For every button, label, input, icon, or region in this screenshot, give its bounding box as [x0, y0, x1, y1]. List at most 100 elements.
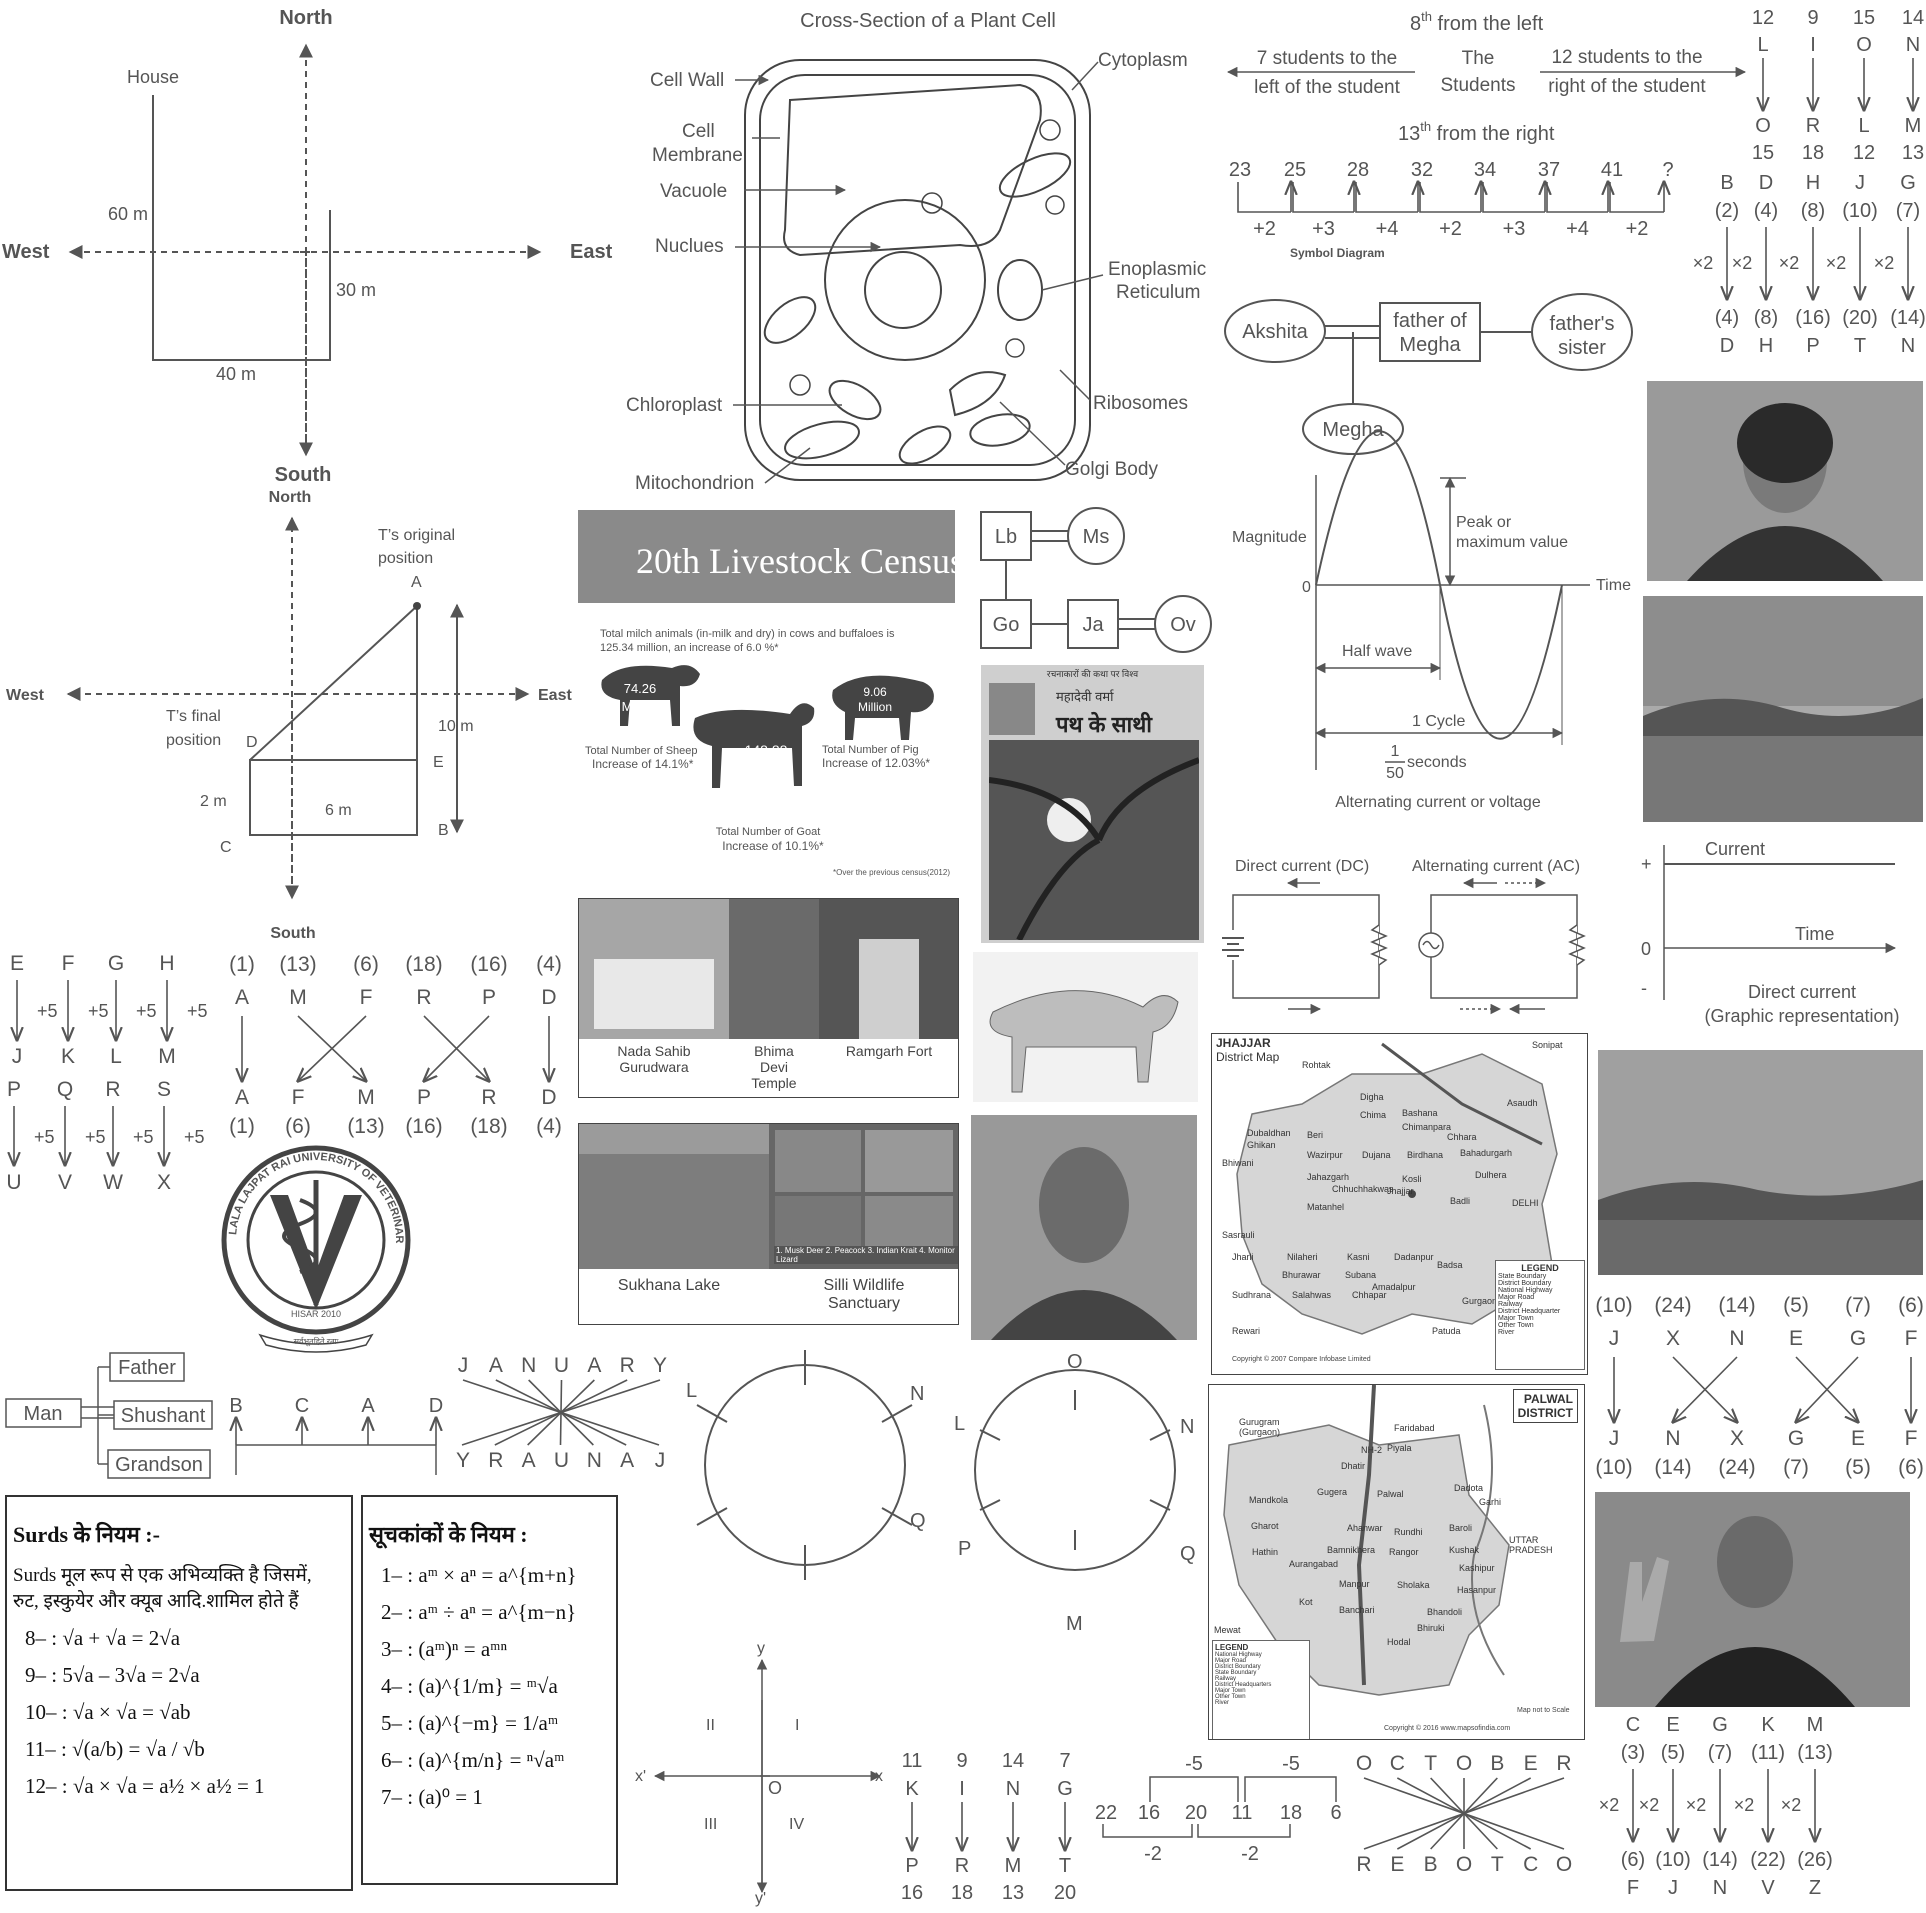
lion-bottom-letter: M — [1905, 115, 1922, 137]
multiply-operator: ×2 — [1874, 253, 1895, 273]
lion-top-letter: I — [1810, 34, 1816, 56]
source-letter: H — [1806, 172, 1820, 194]
map-place-label: Kot — [1299, 1597, 1313, 1607]
multiply-operator: ×2 — [1599, 1795, 1620, 1815]
formula-rule: 9– : 5√a – 3√a = 2√a — [25, 1663, 200, 1688]
series-number: 28 — [1347, 159, 1369, 181]
family-diagram-megha: Akshita father of Megha father's sister … — [1224, 293, 1633, 455]
map-place-label: Bhurawar — [1282, 1270, 1321, 1280]
shift-letter: X — [157, 1171, 171, 1194]
logo-motto: सर्वभूतहिते रताः — [294, 1336, 339, 1347]
bottom-letter: J — [1609, 1427, 1620, 1450]
map-place-label: Garhi — [1479, 1497, 1502, 1507]
bottom-letter: B — [1424, 1853, 1438, 1876]
circle2-n: N — [1180, 1416, 1194, 1438]
axis-y: y — [757, 1640, 765, 1657]
legend-item: Railway — [1215, 1676, 1237, 1682]
lion-bottom-letter: O — [1755, 115, 1771, 137]
shift-letter: G — [108, 952, 124, 975]
formula-rule: 6– : (a)^{m/n} = ⁿ√aᵐ — [381, 1748, 565, 1772]
origin-o: O — [768, 1778, 782, 1798]
map-place-label: Bahadurgarh — [1460, 1148, 1513, 1158]
census-desc-2: 125.34 million, an increase of 6.0 %* — [600, 642, 779, 654]
megha-label: Megha — [1322, 419, 1384, 441]
distance-40: 40 m — [216, 364, 256, 384]
map-place-label: Dadota — [1454, 1483, 1484, 1493]
shift-letter: P — [7, 1078, 21, 1101]
map-place-label: Jahazgarh — [1307, 1172, 1350, 1182]
half-wave-label: Half wave — [1342, 643, 1412, 660]
seating-circle-1: L N Q — [686, 1350, 926, 1580]
label-cytoplasm: Cytoplasm — [1098, 50, 1188, 71]
multiply-operator: ×2 — [1779, 253, 1800, 273]
result-letter: N — [1901, 335, 1915, 357]
queue-bottom: 13th from the right — [1398, 119, 1555, 145]
top-number: (16) — [470, 953, 507, 976]
map-place-label: Dubaldhan — [1247, 1128, 1291, 1138]
portrait-woman-icon — [1647, 381, 1923, 581]
num-22: 22 — [1095, 1802, 1117, 1824]
ac-title: Alternating current (AC) — [1412, 858, 1580, 875]
axis-y-prime: y' — [755, 1890, 766, 1907]
source-letter: E — [1666, 1714, 1679, 1736]
bottom-letter: R — [1356, 1853, 1371, 1876]
shift-letter: Q — [57, 1078, 73, 1101]
map-place-label: Jharli — [1232, 1252, 1254, 1262]
ac-caption: Alternating current or voltage — [1335, 794, 1541, 811]
queue-left-2: left of the student — [1254, 77, 1400, 98]
map-place-label: Matanhel — [1307, 1202, 1345, 1212]
queue-left-1: 7 students to the — [1257, 48, 1398, 69]
minus-label: - — [1641, 978, 1647, 998]
cycle-label: 1 Cycle — [1412, 713, 1465, 730]
south-label-2: South — [270, 925, 315, 942]
formula-rule: 8– : √a + √a = 2√a — [25, 1626, 181, 1651]
circle1-n: N — [910, 1383, 924, 1405]
east-label: East — [570, 241, 613, 263]
result-number: (4) — [1715, 307, 1739, 329]
fathers-sister: father's — [1550, 313, 1615, 335]
map-place-label: Aurangabad — [1289, 1559, 1339, 1569]
distance-6: 6 m — [325, 802, 352, 819]
source-number: (2) — [1715, 200, 1739, 222]
saina-photo — [1647, 381, 1923, 581]
legend-item: Railway — [1498, 1301, 1523, 1308]
shift-letter: V — [58, 1171, 72, 1194]
label-cell-membrane-2: Membrane — [652, 145, 743, 166]
legend-item: Major Road — [1498, 1294, 1535, 1301]
source-number: (13) — [1797, 1742, 1833, 1764]
source-number: (10) — [1842, 200, 1878, 222]
pig-caption-2: Increase of 12.03%* — [822, 756, 930, 770]
peak-label-1: Peak or — [1456, 514, 1512, 531]
bottom-letter: X — [1730, 1427, 1744, 1450]
formula-rule: 12– : √a × √a = a½ × a½ = 1 — [25, 1774, 265, 1799]
label-golgi: Golgi Body — [1065, 459, 1158, 480]
bottom-number: (24) — [1718, 1456, 1755, 1479]
multiply-operator: ×2 — [1826, 253, 1847, 273]
grandson-node: Grandson — [115, 1454, 203, 1476]
king-bottom-letter: R — [955, 1855, 969, 1877]
lion-bottom-letter: L — [1858, 115, 1869, 137]
king-bottom-letter: M — [1005, 1855, 1022, 1877]
letter-cross-diagram-1: (1)AA(1)(13)MF(6)(6)FM(13)(18)RP(16)(16)… — [229, 953, 562, 1138]
shift-letter: E — [10, 952, 24, 975]
pig-value: 9.06 — [863, 685, 887, 699]
coordinate-quadrants: y y' x x' O I II III IV — [635, 1640, 883, 1907]
distance-10: 10 m — [438, 718, 474, 735]
axis-x-prime: x' — [635, 1768, 646, 1785]
shift-letter: R — [105, 1078, 120, 1101]
result-letter: D — [1720, 335, 1734, 357]
cross-arrow — [424, 1015, 490, 1081]
series-number: 23 — [1229, 159, 1251, 181]
bottom-letter: J — [655, 1449, 666, 1472]
alternating-current-graph: Magnitude 0 Time Peak or maximum value H… — [1232, 430, 1631, 811]
shushant-node: Shushant — [121, 1405, 206, 1427]
circle2-l: L — [954, 1413, 965, 1435]
map-place-label: Chimanpara — [1402, 1122, 1452, 1132]
reverse-line — [1363, 1777, 1565, 1850]
legend-item: District Headquarter — [1498, 1308, 1561, 1315]
top-letter: R — [416, 986, 431, 1009]
